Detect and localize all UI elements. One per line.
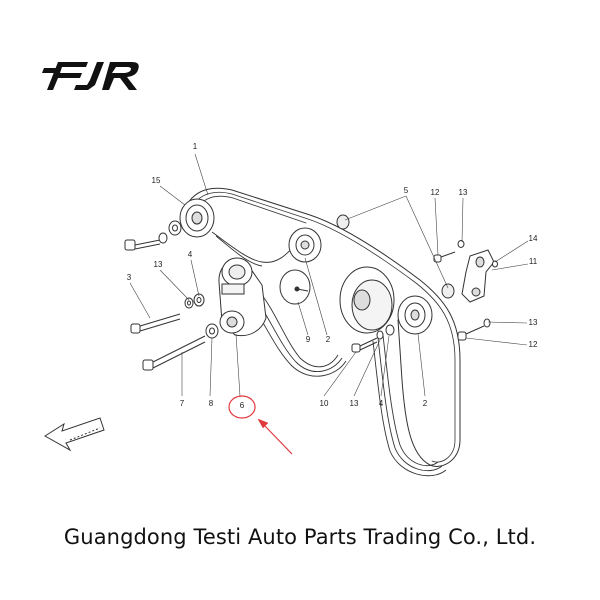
bracket-11	[461, 249, 498, 303]
idler-pulley-top	[288, 227, 322, 263]
callout-3: 3	[126, 273, 132, 282]
callout-9: 9	[305, 335, 311, 344]
idler-pulley-15	[179, 198, 215, 238]
direction-arrow	[44, 417, 105, 452]
bolt-12-top	[433, 240, 465, 263]
bolt-7	[142, 335, 206, 371]
washer-13-left	[184, 297, 194, 309]
callout-5: 5	[403, 186, 409, 195]
washer-4-right	[376, 324, 395, 340]
bolt-10	[351, 337, 378, 353]
callout-7: 7	[179, 399, 185, 408]
washer-4-left	[193, 293, 205, 307]
callout-1: 1	[192, 142, 198, 151]
callout-10: 10	[319, 399, 329, 408]
callout-2-mid: 2	[325, 335, 331, 344]
callout-6: 6	[239, 401, 245, 410]
callout-11: 11	[528, 257, 538, 266]
disc-9	[279, 269, 311, 305]
callout-2-right: 2	[422, 399, 428, 408]
callout-13-right: 13	[528, 318, 538, 327]
callout-12-bottom: 12	[528, 340, 538, 349]
highlight-circle	[228, 395, 256, 419]
main-pulley	[339, 266, 395, 334]
company-name: Guangdong Testi Auto Parts Trading Co., …	[63, 525, 537, 549]
bolt-12-bottom	[457, 318, 491, 341]
callout-13-top: 13	[458, 188, 468, 197]
highlight-arrow	[257, 418, 293, 455]
washer	[168, 220, 182, 236]
belt-2	[211, 231, 447, 477]
spacer-right	[441, 283, 455, 299]
leader-lines	[129, 153, 529, 397]
callout-13-bottom: 13	[349, 399, 359, 408]
callout-14: 14	[528, 234, 538, 243]
callout-4-bottom: 4	[378, 399, 384, 408]
tensioner-6	[218, 257, 267, 337]
washer-8	[205, 323, 219, 339]
bolt-3	[130, 313, 181, 334]
callout-12-top: 12	[430, 188, 440, 197]
idler-pulley-right	[397, 295, 433, 335]
callout-8: 8	[208, 399, 214, 408]
callout-4-left: 4	[187, 250, 193, 259]
callout-15: 15	[151, 176, 161, 185]
spacer-5	[336, 214, 350, 230]
bolt-small-left	[124, 232, 168, 251]
callout-13-left: 13	[153, 260, 163, 269]
fjr-logo	[42, 62, 139, 90]
